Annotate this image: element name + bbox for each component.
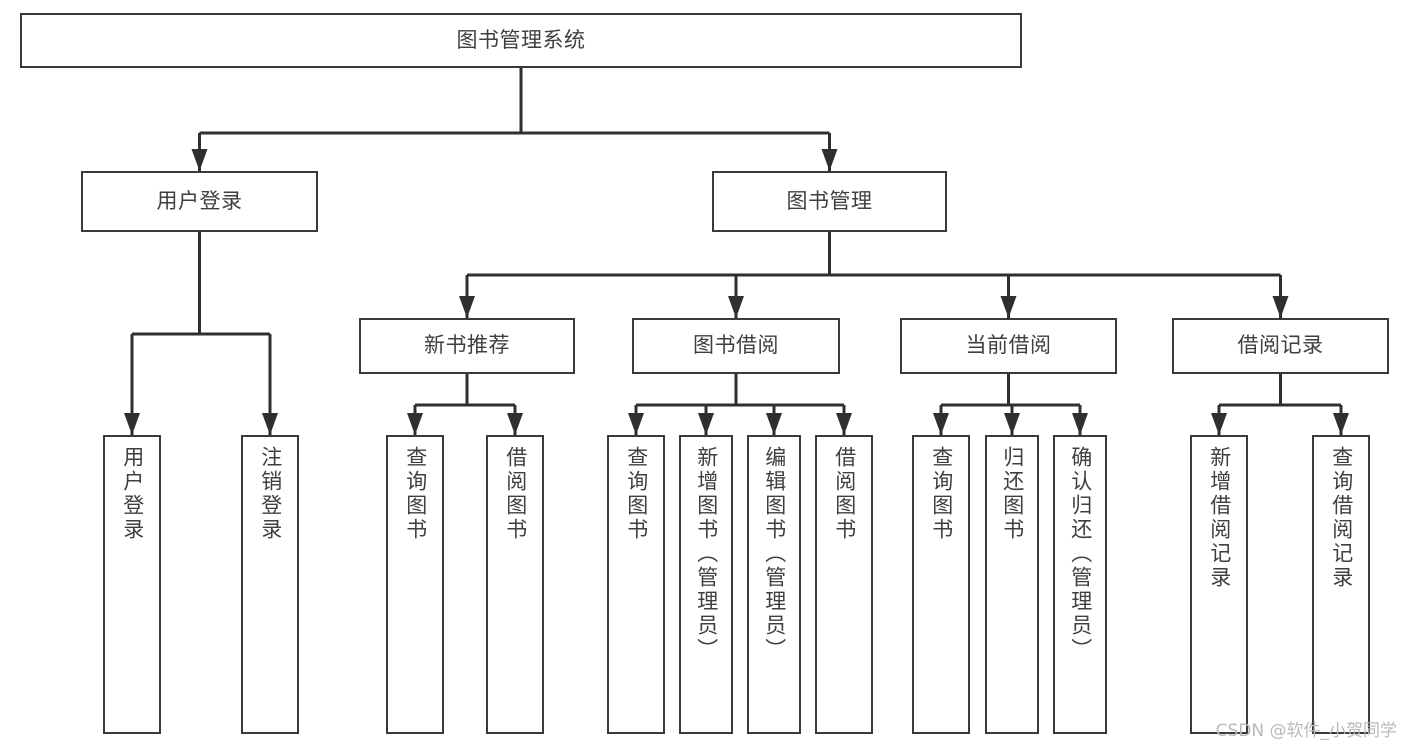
node-label: 查询借阅记录 (1329, 446, 1354, 590)
arrowhead (1272, 296, 1289, 318)
node-current-2[interactable]: 归还图书 (985, 435, 1039, 734)
arrowhead (698, 413, 714, 435)
watermark: CSDN @软件_小贺同学 (1215, 721, 1397, 741)
node-label: 新书推荐 (424, 333, 510, 358)
node-borrow[interactable]: 图书借阅 (632, 318, 840, 374)
node-label: 新增借阅记录 (1207, 446, 1232, 590)
node-label: 确认归还（管理员） (1068, 446, 1093, 662)
node-bookmgmt[interactable]: 图书管理 (712, 171, 947, 232)
arrowhead (507, 413, 523, 435)
node-records[interactable]: 借阅记录 (1172, 318, 1389, 374)
node-newbook-2[interactable]: 借阅图书 (486, 435, 544, 734)
arrowhead (728, 296, 744, 318)
node-label: 编辑图书（管理员） (762, 446, 787, 662)
node-label: 查询图书 (624, 446, 649, 542)
arrowhead (933, 413, 949, 435)
node-label: 图书借阅 (693, 333, 779, 358)
node-records-2[interactable]: 查询借阅记录 (1312, 435, 1370, 734)
arrowhead (836, 413, 852, 435)
node-label: 借阅图书 (832, 446, 857, 542)
node-login[interactable]: 用户登录 (81, 171, 318, 232)
node-label: 查询图书 (929, 446, 954, 542)
arrowhead (191, 149, 208, 171)
arrowhead (1000, 296, 1017, 318)
arrowhead (766, 413, 782, 435)
node-label: 借阅记录 (1237, 333, 1324, 358)
arrowhead (1333, 413, 1349, 435)
node-login-2[interactable]: 注销登录 (241, 435, 299, 734)
node-records-1[interactable]: 新增借阅记录 (1190, 435, 1248, 734)
node-current-3[interactable]: 确认归还（管理员） (1053, 435, 1107, 734)
node-borrow-2[interactable]: 新增图书（管理员） (679, 435, 733, 734)
node-label: 用户登录 (156, 188, 243, 213)
arrowhead (262, 413, 278, 435)
node-label: 用户登录 (120, 446, 145, 542)
arrowhead (124, 413, 140, 435)
arrowhead (1211, 413, 1227, 435)
node-label: 图书管理 (786, 188, 873, 213)
node-root[interactable]: 图书管理系统 (20, 13, 1022, 68)
arrowhead (459, 296, 475, 318)
node-newbook[interactable]: 新书推荐 (359, 318, 575, 374)
arrowhead (1004, 413, 1020, 435)
node-label: 注销登录 (258, 446, 283, 542)
node-borrow-1[interactable]: 查询图书 (607, 435, 665, 734)
arrowhead (407, 413, 423, 435)
node-label: 归还图书 (1000, 446, 1025, 542)
node-borrow-3[interactable]: 编辑图书（管理员） (747, 435, 801, 734)
node-label: 查询图书 (403, 446, 428, 542)
arrowhead (1072, 413, 1088, 435)
node-borrow-4[interactable]: 借阅图书 (815, 435, 873, 734)
node-login-1[interactable]: 用户登录 (103, 435, 161, 734)
arrowhead (821, 149, 838, 171)
node-label: 新增图书（管理员） (694, 446, 719, 662)
arrowhead (628, 413, 644, 435)
node-label: 当前借阅 (965, 333, 1052, 358)
node-label: 图书管理系统 (456, 27, 586, 52)
node-current[interactable]: 当前借阅 (900, 318, 1117, 374)
node-label: 借阅图书 (503, 446, 528, 542)
node-current-1[interactable]: 查询图书 (912, 435, 970, 734)
node-newbook-1[interactable]: 查询图书 (386, 435, 444, 734)
